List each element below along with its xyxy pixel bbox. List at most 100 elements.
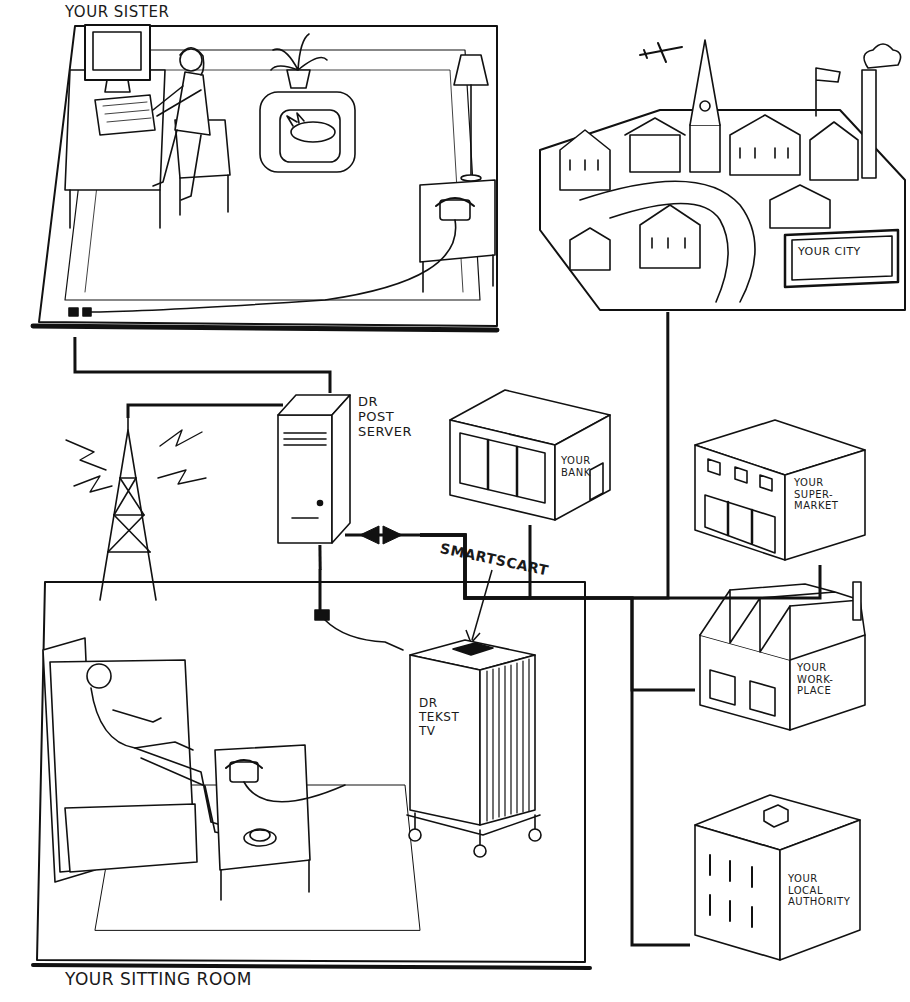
node-outline-part-part (454, 55, 488, 85)
node-outline-part-part (436, 198, 474, 206)
node-outline-part-part (488, 440, 517, 496)
node-outline-part-part (710, 855, 752, 927)
node-outline-part-part (83, 308, 91, 316)
node-outline-part-part (291, 122, 335, 142)
factory-building: YOUR WORK- PLACE (695, 580, 870, 735)
node-outline-part-part (135, 748, 225, 834)
node-outline-part-part (728, 502, 752, 543)
node-outline-part-part (409, 829, 421, 841)
node-outline-part-part (175, 72, 210, 135)
two-way-symbol-part (383, 526, 402, 544)
building-box: YOUR BANK (445, 375, 615, 525)
node-outline-part-part (690, 125, 720, 172)
node-outline-part-part (215, 745, 310, 870)
node-outline-part-part (690, 40, 720, 125)
node-label: YOUR LOCAL AUTHORITY (788, 873, 850, 908)
node-outline-part (278, 395, 350, 543)
node-label: YOUR SUPER- MARKET (794, 477, 838, 512)
node-outline-part-part (630, 135, 680, 172)
node-outline-part-part (695, 825, 780, 960)
node-outline-part-part (625, 118, 685, 135)
city-scene: YOUR CITY (540, 40, 905, 312)
node-outline-part-part (570, 160, 598, 170)
node-outline-part-part (103, 102, 151, 122)
node-outline-part-part (453, 643, 493, 655)
node-outline-part-part (862, 70, 876, 178)
node-outline-part-part (785, 450, 865, 560)
node-outline-part-part (95, 95, 155, 135)
node-outline-part-part (487, 659, 529, 821)
node-outline-part-part (555, 415, 610, 520)
node-outline-part-part (730, 584, 865, 635)
node-outline-part-part (770, 185, 830, 228)
node-outline-part-part (65, 70, 165, 190)
node-outline-part (33, 25, 497, 330)
node-outline-part-part (332, 395, 350, 543)
node-label: DR POST SERVER (358, 395, 412, 440)
node-outline-part-part (278, 415, 332, 543)
radio-waves-part (66, 440, 106, 470)
node-outline (25, 0, 500, 337)
node-outline-part (407, 640, 541, 857)
node-outline-part (450, 390, 610, 520)
node-outline-part-part (764, 805, 788, 827)
node-outline-part-part (69, 308, 78, 316)
network-cable (420, 535, 690, 945)
node-outline (690, 415, 870, 565)
node-outline-part (695, 795, 860, 960)
network-cable (420, 312, 668, 598)
node-outline-part-part (70, 190, 160, 228)
node-outline-part-part (113, 710, 161, 722)
node-outline-part-part (280, 110, 340, 162)
node-outline-part-part (260, 92, 355, 172)
node-outline-part-part (244, 782, 345, 802)
node-outline-part-part (153, 130, 201, 200)
node-outline-part-part (287, 70, 310, 88)
node-outline-part (540, 40, 905, 310)
radio-tower-part (108, 478, 150, 552)
radio-waves-part (158, 470, 206, 484)
node-outline-part-part (640, 205, 700, 268)
network-cable (75, 337, 330, 393)
node-outline-part-part (33, 326, 497, 330)
leader-line-part (472, 570, 492, 640)
node-outline-part-part (423, 255, 493, 292)
node-outline-part-part (560, 130, 610, 190)
network-cable (420, 535, 820, 598)
node-outline-part-part (710, 670, 775, 716)
node-outline-part-part (590, 463, 603, 500)
callout-label: SMARTSCART (439, 540, 550, 579)
node-outline-part-part (325, 620, 403, 650)
node-outline-part-part (284, 433, 326, 518)
node-outline (270, 393, 420, 545)
node-label: YOUR SITTING ROOM (65, 970, 252, 990)
node-outline-part-part (407, 813, 540, 847)
node-outline-part-part (271, 34, 327, 70)
node-outline-part-part (244, 830, 276, 846)
antenna-wire (128, 405, 283, 418)
node-outline-part-part (529, 829, 541, 841)
node-label: YOUR WORK- PLACE (797, 662, 833, 697)
node-outline-part-part (785, 230, 898, 287)
node-outline (540, 40, 905, 312)
node-outline-part-part (790, 635, 865, 730)
server-tower: DR POST SERVER (270, 393, 420, 545)
radio-waves-part (74, 476, 112, 492)
radio-waves-part (160, 430, 202, 446)
node-outline-part-part (740, 148, 788, 158)
node-outline-part-part (816, 68, 840, 116)
node-outline (695, 580, 870, 735)
node-outline-part-part (65, 804, 197, 872)
node-outline-part-part (810, 122, 858, 180)
radio-tower (100, 418, 156, 600)
node-outline-part-part (450, 420, 555, 520)
tv-set: DR TEKST TV (395, 625, 545, 860)
node-outline-part-part (91, 688, 193, 750)
room-floorplan: YOUR SISTER (25, 0, 500, 337)
node-outline-part-part (705, 495, 775, 553)
node-outline-part-part (460, 433, 545, 503)
node-outline-part-part (39, 26, 497, 326)
node-outline-part-part (640, 43, 682, 62)
node-outline-part-part (65, 50, 480, 300)
